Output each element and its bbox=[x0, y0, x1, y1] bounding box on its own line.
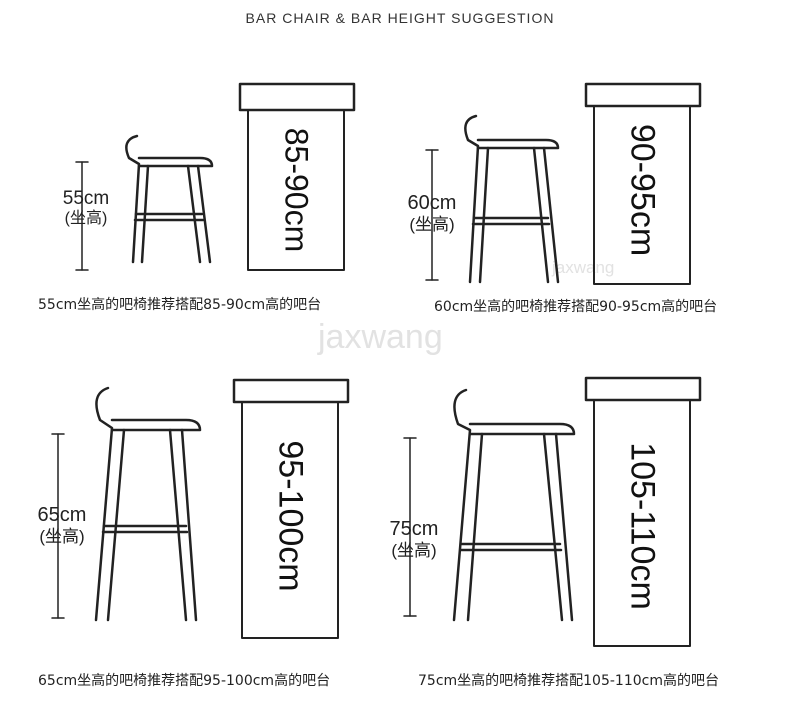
caption-1: 55cm坐高的吧椅推荐搭配85-90cm高的吧台 bbox=[38, 297, 322, 313]
watermark-small: jaxwang bbox=[552, 258, 615, 277]
caption-3: 65cm坐高的吧椅推荐搭配95-100cm高的吧台 bbox=[38, 673, 331, 689]
seat-height-value-2: 60cm bbox=[407, 192, 457, 214]
seat-height-note-4: (坐高) bbox=[391, 541, 437, 560]
seat-height-value-3: 65cm bbox=[37, 504, 87, 526]
seat-height-label-3: 65cm (坐高) bbox=[22, 504, 102, 547]
watermark: jaxwang bbox=[318, 318, 443, 356]
caption-4: 75cm坐高的吧椅推荐搭配105-110cm高的吧台 bbox=[418, 673, 719, 689]
seat-height-label-4: 75cm (坐高) bbox=[374, 518, 454, 561]
caption-2: 60cm坐高的吧椅推荐搭配90-95cm高的吧台 bbox=[434, 299, 718, 315]
seat-height-label-2: 60cm (坐高) bbox=[390, 192, 474, 235]
seat-height-note-1: (坐高) bbox=[64, 209, 108, 227]
seat-height-value-1: 55cm bbox=[62, 188, 110, 209]
bar-height-label-4: 105-110cm bbox=[623, 442, 662, 610]
seat-height-value-4: 75cm bbox=[389, 518, 439, 540]
seat-height-label-1: 55cm (坐高) bbox=[46, 188, 126, 228]
page-title: BAR CHAIR & BAR HEIGHT SUGGESTION bbox=[245, 10, 555, 26]
seat-height-note-3: (坐高) bbox=[39, 527, 85, 546]
seat-height-note-2: (坐高) bbox=[409, 215, 455, 234]
